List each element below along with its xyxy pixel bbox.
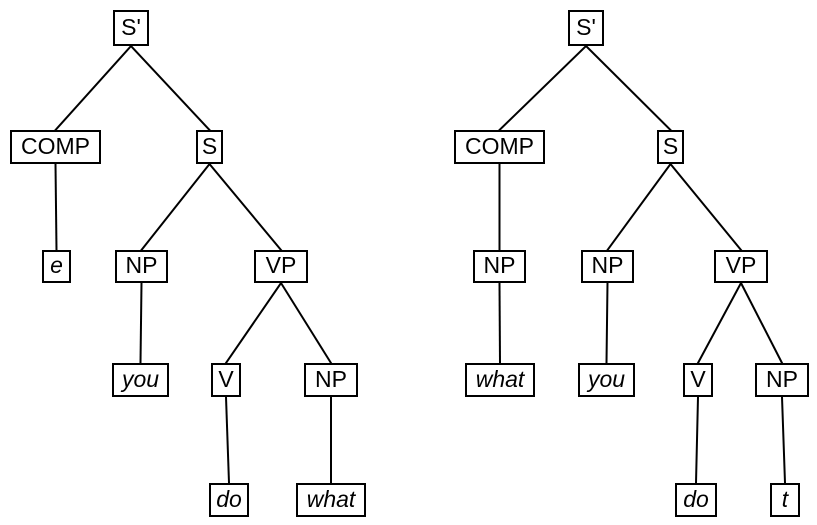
tree-edge-s-to-s	[584, 44, 672, 132]
tree-node-label-comp: COMP	[10, 130, 101, 164]
node-label: what	[306, 485, 356, 512]
node-label: COMP	[21, 132, 90, 159]
node-label: NP	[766, 365, 798, 392]
node-label: NP	[125, 252, 158, 278]
tree-edge-s-to-vp	[208, 162, 283, 252]
node-label: NP	[483, 252, 516, 278]
tree-node-label-vp: VP	[714, 250, 768, 283]
node-label: you	[587, 365, 626, 392]
tree-node-label-v: V	[211, 363, 241, 397]
node-label: VP	[265, 252, 297, 278]
tree-edge-s-to-comp	[498, 44, 588, 132]
tree-node-label-vp: VP	[254, 250, 308, 283]
tree-edge-s-to-s	[129, 44, 211, 132]
node-label: NP	[315, 365, 347, 392]
tree-node-word-t: t	[770, 483, 800, 517]
node-label: e	[50, 252, 63, 278]
tree-node-label-s: S	[657, 130, 684, 164]
tree-node-label-v: V	[683, 363, 713, 397]
node-label: NP	[591, 252, 624, 278]
tree-edge-np-to-you	[605, 281, 609, 365]
tree-edge-np-to-you	[139, 281, 143, 365]
node-label: you	[121, 365, 160, 392]
tree-edge-vp-to-np	[279, 281, 333, 365]
tree-node-word-do: do	[209, 483, 249, 517]
tree-edge-s-to-comp	[54, 44, 133, 132]
tree-node-word-do: do	[675, 483, 717, 517]
tree-edge-v-to-do	[224, 395, 231, 485]
node-label: COMP	[465, 132, 534, 159]
node-label: S	[201, 132, 218, 159]
node-label: V	[690, 365, 706, 392]
tree-edge-comp-to-e	[54, 162, 58, 252]
node-label: what	[475, 365, 525, 392]
node-label: V	[218, 365, 234, 392]
tree-node-word-what: what	[465, 363, 535, 397]
tree-node-label-np: NP	[755, 363, 809, 397]
tree-edge-vp-to-v	[696, 281, 743, 365]
node-label: VP	[725, 252, 757, 278]
tree-node-label-s: S'	[113, 10, 149, 46]
tree-edge-np-to-what	[498, 281, 502, 365]
tree-node-label-comp: COMP	[454, 130, 545, 164]
tree-node-label-np: NP	[115, 250, 168, 283]
node-label: do	[683, 485, 709, 512]
tree-node-label-np: NP	[304, 363, 358, 397]
tree-edge-s-to-vp	[669, 162, 743, 252]
node-label: t	[781, 485, 789, 512]
node-label: S	[662, 132, 679, 159]
tree-node-word-e: e	[42, 250, 71, 283]
node-label: S'	[121, 13, 141, 40]
tree-edge-v-to-do	[694, 395, 700, 485]
tree-node-label-np: NP	[581, 250, 634, 283]
tree-edge-vp-to-v	[224, 281, 283, 365]
node-label: S'	[576, 13, 596, 40]
tree-node-label-s: S'	[568, 10, 604, 46]
tree-node-word-you: you	[112, 363, 169, 397]
node-label: do	[216, 485, 242, 512]
tree-edge-s-to-np	[606, 162, 672, 252]
tree-node-label-s: S	[196, 130, 223, 164]
tree-node-word-what: what	[296, 483, 366, 517]
tree-node-label-np: NP	[473, 250, 526, 283]
tree-edge-vp-to-np	[739, 281, 784, 365]
tree-edge-s-to-np	[140, 162, 211, 252]
tree-node-word-you: you	[578, 363, 635, 397]
tree-edge-np-to-t	[780, 395, 787, 485]
